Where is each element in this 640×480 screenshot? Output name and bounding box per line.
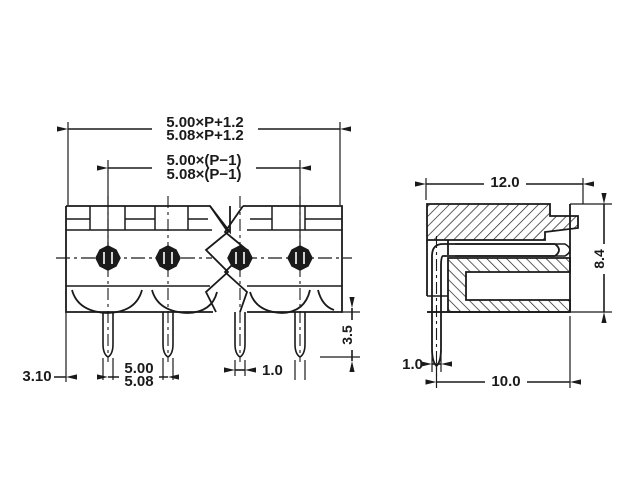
dim-pin-span-label-a: 5.00×(P−1) (166, 152, 241, 169)
dim-overall-width-label-a: 5.00×P+1.2 (166, 114, 244, 131)
dim-pin-thickness-side-label: 1.0 (402, 356, 423, 373)
front-terminal-pockets (89, 206, 306, 230)
dim-body-height-label: 8.4 (591, 249, 607, 269)
front-pin-centerlines (107, 196, 301, 362)
dim-left-offset-label: 3.10 (22, 368, 51, 385)
dimension-body-depth: 12.0 (415, 172, 594, 204)
dim-pin-thickness-front-label: 1.0 (262, 362, 283, 379)
dimension-body-height: 8.4 (570, 193, 613, 323)
side-base-edge (427, 204, 571, 313)
dimension-pin-span: 5.00×(P−1) 5.08×(P−1) (97, 152, 311, 183)
dim-pitch-label-b: 5.08 (124, 373, 153, 390)
side-body-upper (426, 203, 579, 241)
side-body-cavity (426, 240, 449, 296)
front-pins (102, 312, 306, 358)
dim-pin-length-front-label: 3.5 (339, 325, 355, 345)
dim-pitch-label-a: 5.00 (124, 360, 153, 377)
right-angle-pin (431, 243, 560, 368)
dimension-overall-width: 5.00×P+1.2 5.08×P+1.2 (57, 114, 351, 144)
side-bottom-dimensions: 1.0 10.0 (402, 316, 581, 391)
dim-pin-horizontal-length-label: 10.0 (491, 373, 520, 390)
dim-overall-width-label-b: 5.08×P+1.2 (166, 127, 244, 144)
dimension-pin-length-front: 3.5 (320, 297, 361, 372)
front-bottom-dimensions: 3.10 5.00 5.08 1.0 (20, 312, 306, 390)
side-section-view: 12.0 (402, 172, 613, 391)
dim-pin-span-label-b: 5.08×(P−1) (166, 166, 241, 183)
dim-body-depth-label: 12.0 (490, 174, 519, 191)
front-view: 5.00×P+1.2 5.08×P+1.2 5.00×(P−1) 5.08×(P… (20, 114, 361, 390)
